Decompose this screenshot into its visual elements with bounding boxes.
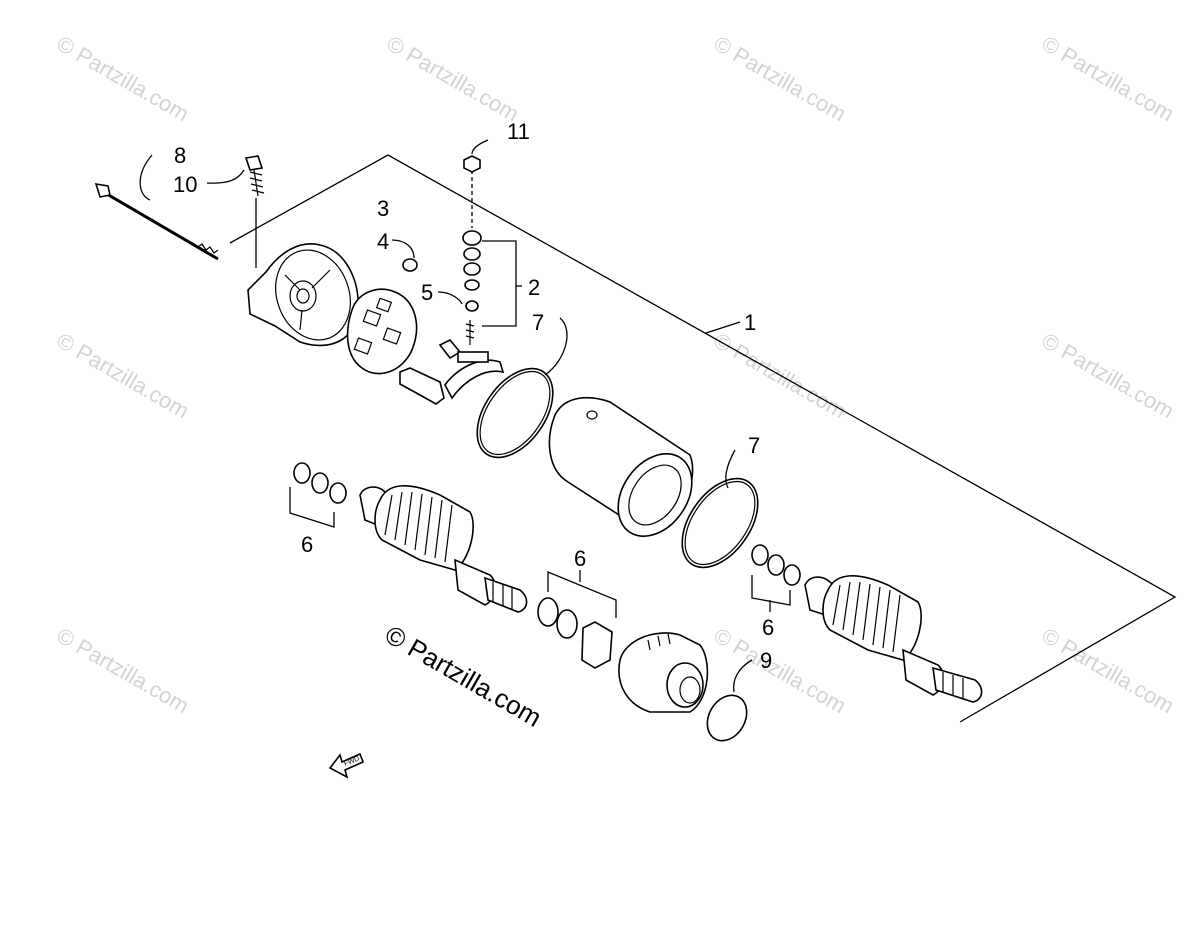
callout-10: 10 — [173, 172, 197, 197]
forward-arrow-icon: FWD — [328, 752, 365, 779]
brush-holder — [399, 339, 505, 405]
watermark-center: © Partzilla.com — [380, 619, 547, 733]
armature-left — [359, 485, 528, 613]
watermark: © Partzilla.com — [1038, 31, 1179, 127]
callout-8: 8 — [174, 143, 186, 168]
short-bolt — [206, 155, 265, 268]
watermark: © Partzilla.com — [1038, 328, 1179, 424]
assembly-frame — [229, 154, 1177, 723]
o-ring-right — [681, 449, 759, 569]
motor-yoke — [548, 397, 694, 537]
washer-set-right — [751, 544, 801, 612]
washer-set-left — [289, 462, 347, 528]
watermark-layer: © Partzilla.com © Partzilla.com © Partzi… — [53, 31, 1179, 733]
armature-right — [804, 575, 983, 703]
callout-6-middle: 6 — [574, 546, 586, 571]
callout-labels: 1 2 3 4 5 6 6 6 7 7 8 9 10 11 — [173, 119, 774, 673]
callout-5: 5 — [421, 280, 433, 305]
callout-7-right: 7 — [748, 433, 760, 458]
callout-4: 4 — [377, 229, 389, 254]
small-spring — [391, 239, 418, 272]
watermark: © Partzilla.com — [383, 31, 524, 127]
watermark: © Partzilla.com — [53, 328, 194, 424]
callout-6-right: 6 — [762, 615, 774, 640]
callout-1: 1 — [744, 310, 756, 335]
callout-2: 2 — [528, 275, 540, 300]
o-ring-small — [706, 659, 753, 742]
callout-6-left: 6 — [301, 532, 313, 557]
watermark: © Partzilla.com — [53, 623, 194, 719]
long-through-bolt — [94, 154, 219, 261]
washer-set-middle — [537, 570, 617, 669]
terminal-hardware-stack — [437, 139, 522, 345]
watermark: © Partzilla.com — [53, 31, 194, 127]
front-cover — [618, 632, 709, 713]
watermark: © Partzilla.com — [710, 31, 851, 127]
callout-9: 9 — [760, 648, 772, 673]
callout-7-left: 7 — [532, 310, 544, 335]
end-cover — [247, 243, 359, 347]
callout-11: 11 — [507, 119, 530, 144]
brush-plate — [346, 288, 418, 375]
watermark: © Partzilla.com — [1038, 623, 1179, 719]
o-ring-left — [476, 317, 568, 459]
callout-3: 3 — [377, 196, 389, 221]
